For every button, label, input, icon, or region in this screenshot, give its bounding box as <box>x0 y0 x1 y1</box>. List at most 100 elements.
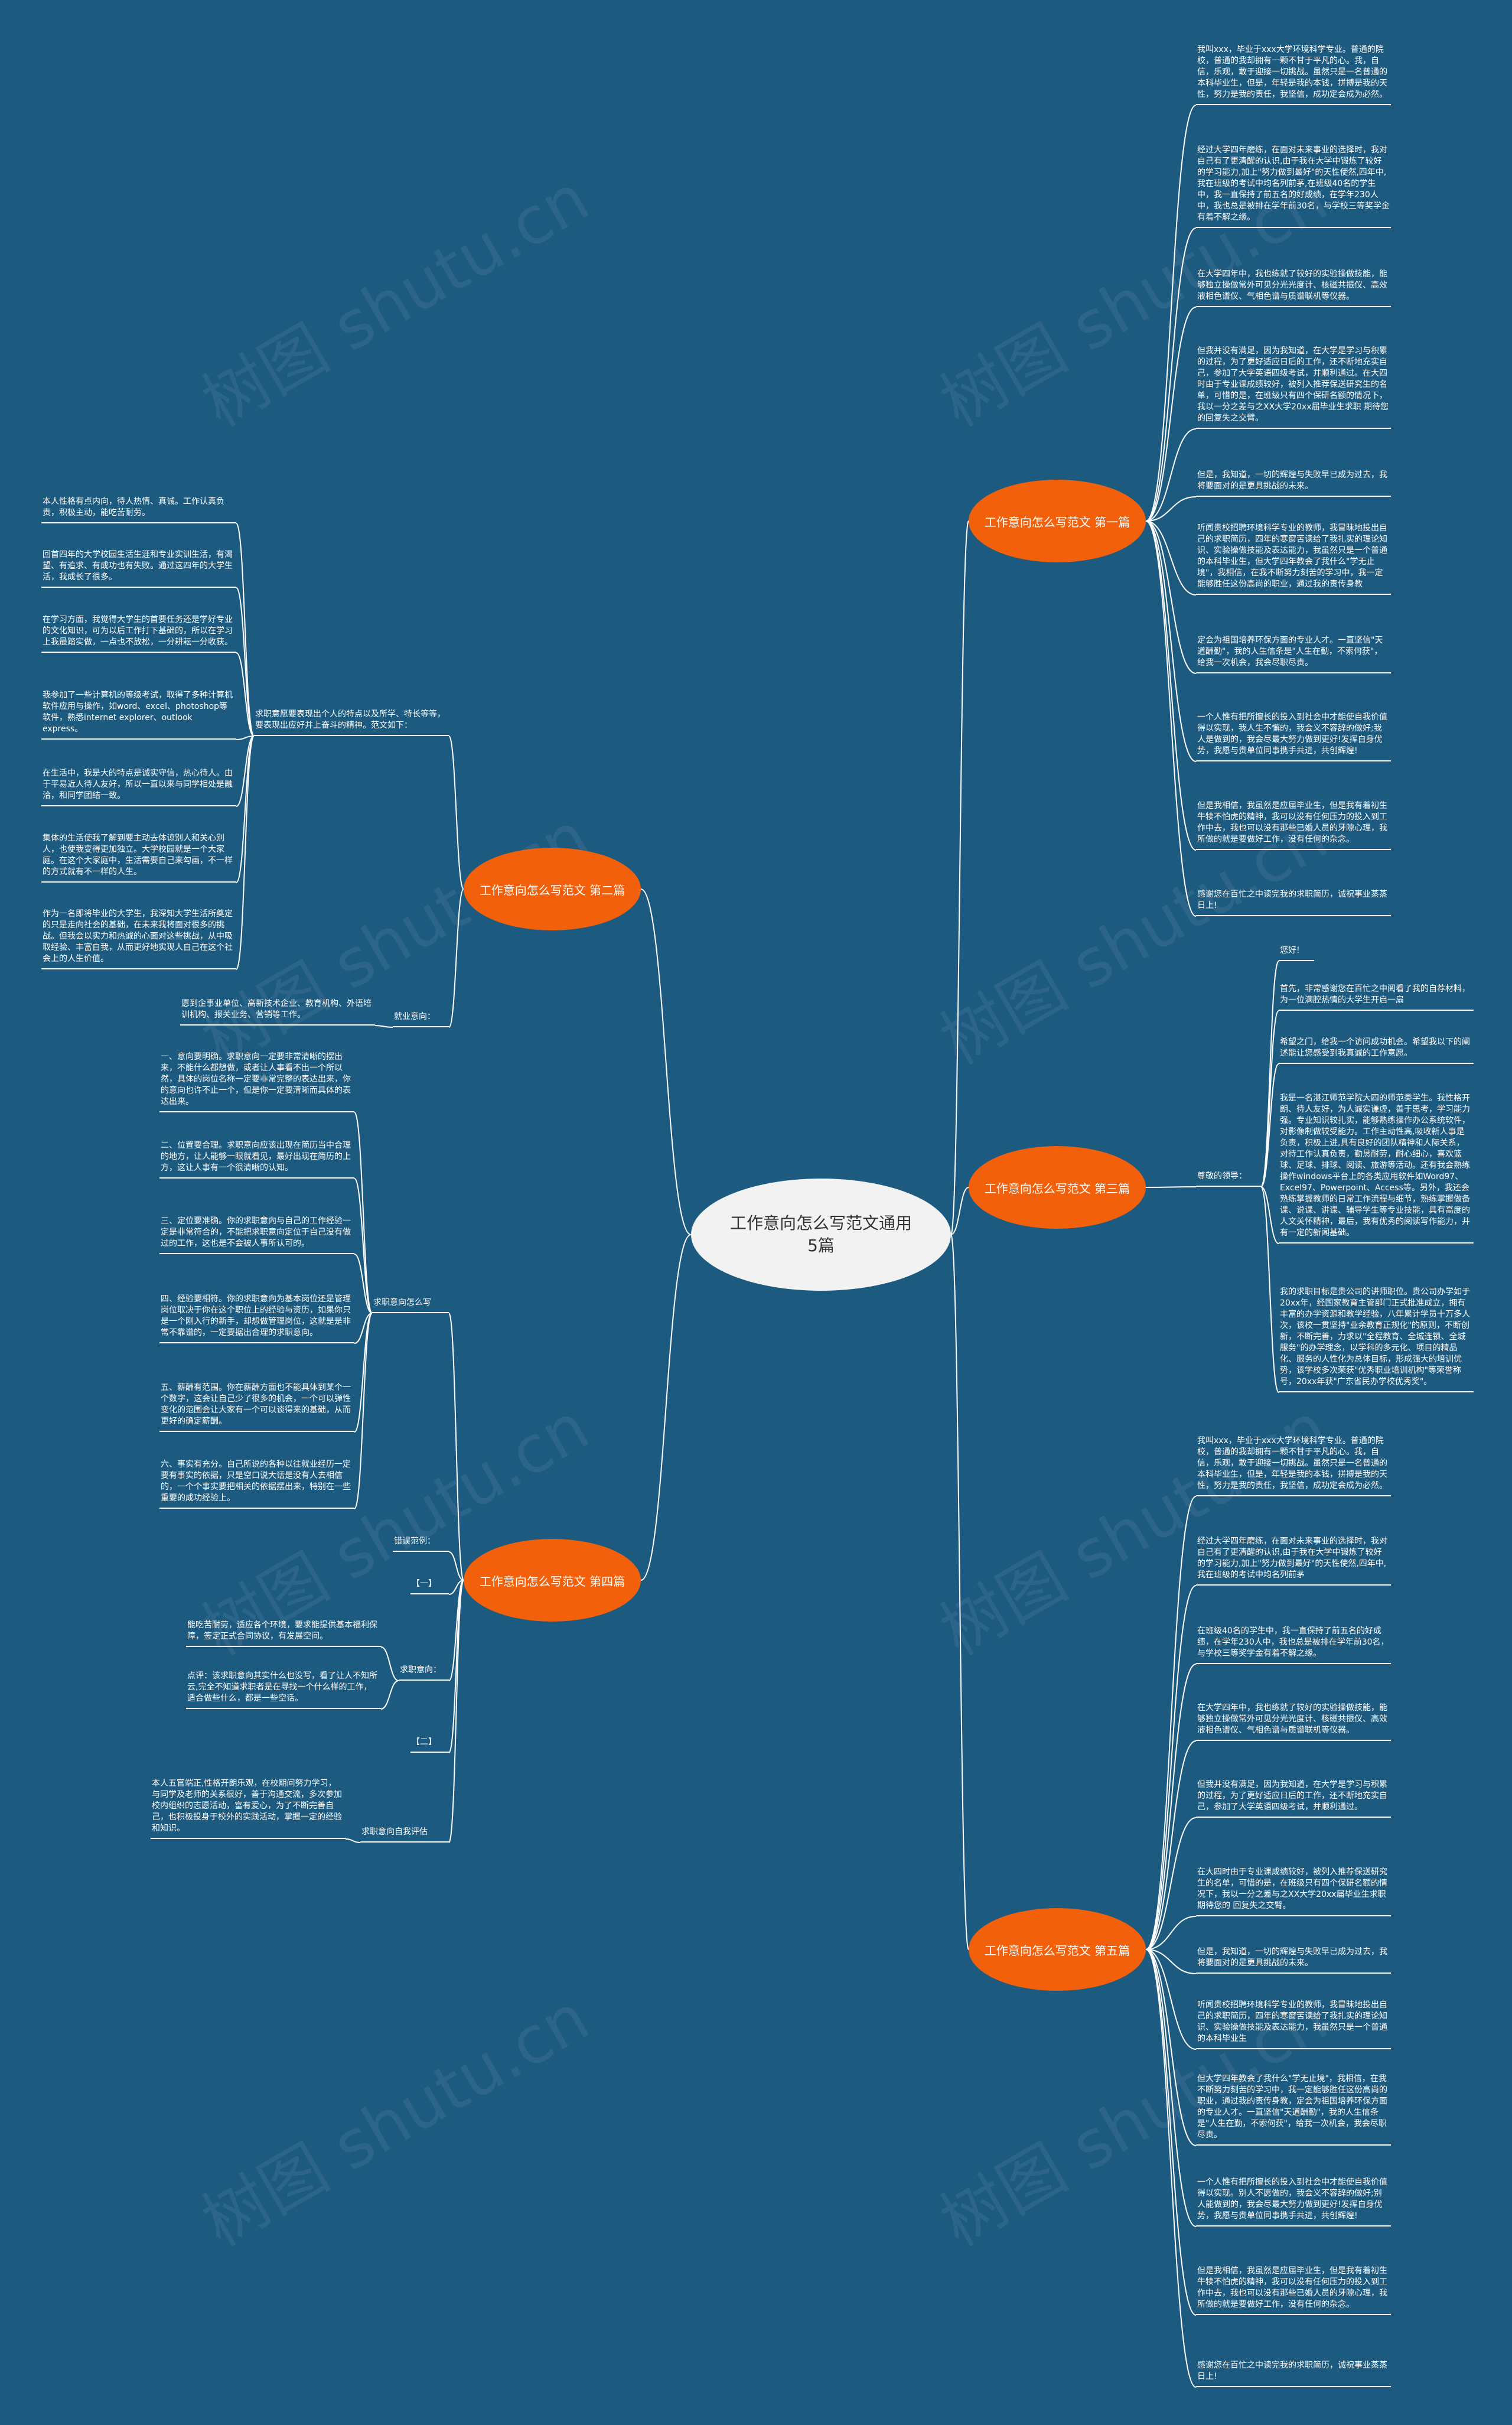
connector-line <box>1145 1664 1197 1950</box>
connector-line <box>1145 1585 1197 1950</box>
branch5-leaf: 感谢您在百忙之中读完我的求职简历，诚祝事业蒸蒸日上! <box>1196 2360 1391 2387</box>
branch-title: 工作意向怎么写范文 第一篇 <box>984 515 1130 529</box>
connector-line <box>1260 1063 1279 1187</box>
connector-line <box>1145 1949 1197 2146</box>
connector-line <box>1145 1949 1197 2050</box>
branch4-intent-label: 求职意向： <box>399 1665 449 1681</box>
branch2-leaf: 集体的生活使我了解到要主动去体谅别人和关心别人，也使我变得更加独立。大学校园就是… <box>41 833 236 883</box>
connector-line <box>448 735 464 890</box>
branch3-leaf: 我的求职目标是贵公司的讲师职位。贵公司办学如于20xx年，经国家教育主管部门正式… <box>1279 1287 1474 1392</box>
connector-line <box>354 1313 373 1344</box>
branch1-leaf: 在大学四年中，我也练就了较好的实验操做技能，能够独立操做常外可见分光光度计、核磁… <box>1196 269 1391 307</box>
branch-title: 工作意向怎么写范文 第三篇 <box>984 1181 1130 1196</box>
branch-node-3[interactable]: 工作意向怎么写范文 第三篇 <box>969 1146 1146 1229</box>
branch3-leaf: 首先，非常感谢您在百忙之中阅看了我的自荐材料，为一位满腔热情的大学生开启一扇 <box>1279 984 1474 1011</box>
connector-line <box>1145 428 1197 522</box>
branch-node-2[interactable]: 工作意向怎么写范文 第二篇 <box>464 848 641 930</box>
connector-line <box>236 735 255 883</box>
branch5-leaf: 但是我相信，我虽然是应届毕业生，但是我有着初生牛犊不怕虎的精神，我可以没有任何压… <box>1196 2265 1391 2315</box>
connector-line <box>1145 520 1197 674</box>
connector-line <box>950 1234 969 1950</box>
connector-line <box>950 1187 969 1235</box>
branch4-self-eval-text: 本人五官端正,性格开朗乐观，在校期间努力学习，与同学及老师的关系很好，善于沟通交… <box>151 1778 346 1839</box>
branch1-leaf: 一个人惟有把所擅长的投入到社会中才能使自我价值得以实现，我人生不懈的，我会义不容… <box>1196 712 1391 761</box>
connector-line <box>1145 1949 1197 2388</box>
connector-line <box>448 1551 464 1581</box>
connector-line <box>950 520 969 1235</box>
branch1-leaf: 但是我相信，我虽然是应届毕业生，但是我有着初生牛犊不怕虎的精神，我可以没有任何压… <box>1196 800 1391 850</box>
branch4-mark-two: 【二】 <box>410 1737 449 1753</box>
center-title: 工作意向怎么写范文通用5篇 <box>729 1213 912 1255</box>
branch5-leaf: 在大学四年中，我也练就了较好的实验操做技能，能够独立操做常外可见分光光度计、核磁… <box>1196 1703 1391 1741</box>
branch2-leaf: 作为一名即将毕业的大学生，我深知大学生活所奠定的只是走向社会的基础，在未来我将面… <box>41 909 236 969</box>
branch1-leaf: 听闻贵校招聘环境科学专业的教师，我冒昧地投出自己的求职简历，四年的寒窗苦读给了我… <box>1196 523 1391 595</box>
branch-node-5[interactable]: 工作意向怎么写范文 第五篇 <box>969 1908 1146 1991</box>
connector-line <box>236 587 255 737</box>
branch4-intent-leaf: 能吃苦耐劳，适应各个环境，要求能提供基本福利保障，签定正式合同协议，有发展空间。 <box>186 1620 381 1647</box>
connector-line <box>1145 307 1197 522</box>
branch2-intro: 求职意愿要表现出个人的特点以及所学、特长等等，要表现出应好并上奋斗的精神。范文如… <box>254 709 449 736</box>
connector-line <box>448 1580 464 1843</box>
branch3-leaf: 我是一名湛江师范学院大四的师范类学生。我性格开朗、待人友好，为人诚实谦虚，善于思… <box>1279 1093 1474 1244</box>
connector-line <box>1145 496 1197 522</box>
branch2-leaf: 在生活中，我是大的特点是诚实守信，热心待人。由于平易近人待人友好，所以一直以来与… <box>41 768 236 806</box>
center-node[interactable]: 工作意向怎么写范文通用5篇 <box>691 1179 951 1291</box>
connector-line <box>236 735 255 740</box>
branch4-example-label: 错误范例： <box>393 1536 449 1552</box>
branch5-leaf: 我叫xxx，毕业于xxx大学环境科学专业。普通的院校，普通的我却拥有一颗不甘于平… <box>1196 1436 1391 1496</box>
connector-line <box>236 523 255 737</box>
connector-line <box>1145 520 1197 851</box>
branch4-leaf: 三、定位要准确。你的求职意向与自己的工作经验一定是非常符合的，不能把求职意向定位… <box>159 1216 354 1254</box>
connector-line <box>1260 1010 1279 1187</box>
connector-line <box>448 1580 464 1595</box>
branch-node-1[interactable]: 工作意向怎么写范文 第一篇 <box>969 480 1146 562</box>
branch2-leaf: 我参加了一些计算机的等级考试，取得了多种计算机软件应用与操作，如word、exc… <box>41 690 236 740</box>
branch5-leaf: 但大学四年教会了我什么"学无止境"，我相信，在我不断努力刻苦的学习中，我一定能够… <box>1196 2074 1391 2146</box>
branch5-leaf: 听闻贵校招聘环境科学专业的教师，我冒昧地投出自己的求职简历，四年的寒窗苦读给了我… <box>1196 2000 1391 2049</box>
connector-line <box>1260 1186 1279 1244</box>
connector-line <box>380 1680 399 1710</box>
connector-line <box>354 1313 373 1509</box>
connector-line <box>374 1025 393 1028</box>
connector-line <box>354 1313 373 1433</box>
branch4-section-label: 求职意向怎么写 <box>372 1297 449 1313</box>
connector-line <box>354 1178 373 1314</box>
connector-line <box>1260 1186 1279 1393</box>
branch4-self-eval-label: 求职意向自我评估 <box>360 1827 449 1843</box>
connector-line <box>354 1254 373 1314</box>
branch4-mark-one: 【一】 <box>410 1578 449 1594</box>
branch5-leaf: 但是，我知道，一切的辉煌与失败早已成为过去，我将要面对的是更具挑战的未来。 <box>1196 1946 1391 1974</box>
connector-line <box>448 888 464 1028</box>
connector-line <box>236 652 255 737</box>
branch-node-4[interactable]: 工作意向怎么写范文 第四篇 <box>464 1539 641 1622</box>
branch3-leaf: 希望之门，给我一个访问成功机会。希望我以下的阐述能让您感受到我真诚的工作意愿。 <box>1279 1037 1474 1064</box>
connector-line <box>640 1234 692 1581</box>
branch1-leaf: 经过大学四年磨练，在面对未来事业的选择时，我对自己有了更清醒的认识,由于我在大学… <box>1196 145 1391 228</box>
connector-line <box>380 1646 399 1681</box>
branch5-leaf: 在大四时由于专业课成绩较好，被列入推荐保送研究生的名单，可惜的是，在班级只有四个… <box>1196 1867 1391 1916</box>
connector-line <box>1145 520 1197 917</box>
branch2-intent-text: 愿到企事业单位、高新技术企业、教育机构、外语培训机构、报关业务、营销等工作。 <box>180 998 375 1026</box>
connector-line <box>1145 1949 1197 2227</box>
branch3-greeting-label: 尊敬的领导： <box>1196 1171 1261 1187</box>
connector-line <box>1145 1916 1197 1950</box>
branch5-leaf: 经过大学四年磨练，在面对未来事业的选择时，我对自己有了更清醒的认识,由于我在大学… <box>1196 1536 1391 1586</box>
branch-title: 工作意向怎么写范文 第四篇 <box>479 1574 625 1589</box>
connector-line <box>236 735 255 807</box>
connector-line <box>1145 1949 1197 1974</box>
connector-line <box>448 1313 464 1581</box>
connector-line <box>236 735 255 970</box>
branch5-leaf: 但我并没有满足，因为我知道，在大学是学习与积累的过程，为了更好适应日后的工作，还… <box>1196 1779 1391 1818</box>
connector-line <box>1145 520 1197 762</box>
connector-line <box>1145 227 1197 522</box>
branch2-leaf: 回首四年的大学校园生活生涯和专业实训生活，有渴望、有追求、有成功也有失败。通过这… <box>41 549 236 588</box>
connector-line <box>1145 1740 1197 1950</box>
connector-line <box>1145 1496 1197 1950</box>
branch5-leaf: 一个人惟有把所擅长的投入到社会中才能使自我价值得以实现。别人不愿做的，我会义不容… <box>1196 2177 1391 2227</box>
connector-line <box>1145 105 1197 522</box>
connector-line <box>354 1112 373 1314</box>
branch-title: 工作意向怎么写范文 第二篇 <box>479 883 625 897</box>
branch2-leaf: 本人性格有点内向，待人热情、真诚。工作认真负责，积极主动，能吃苦耐劳。 <box>41 496 236 523</box>
branch2-intent-label: 就业意向： <box>393 1011 449 1027</box>
